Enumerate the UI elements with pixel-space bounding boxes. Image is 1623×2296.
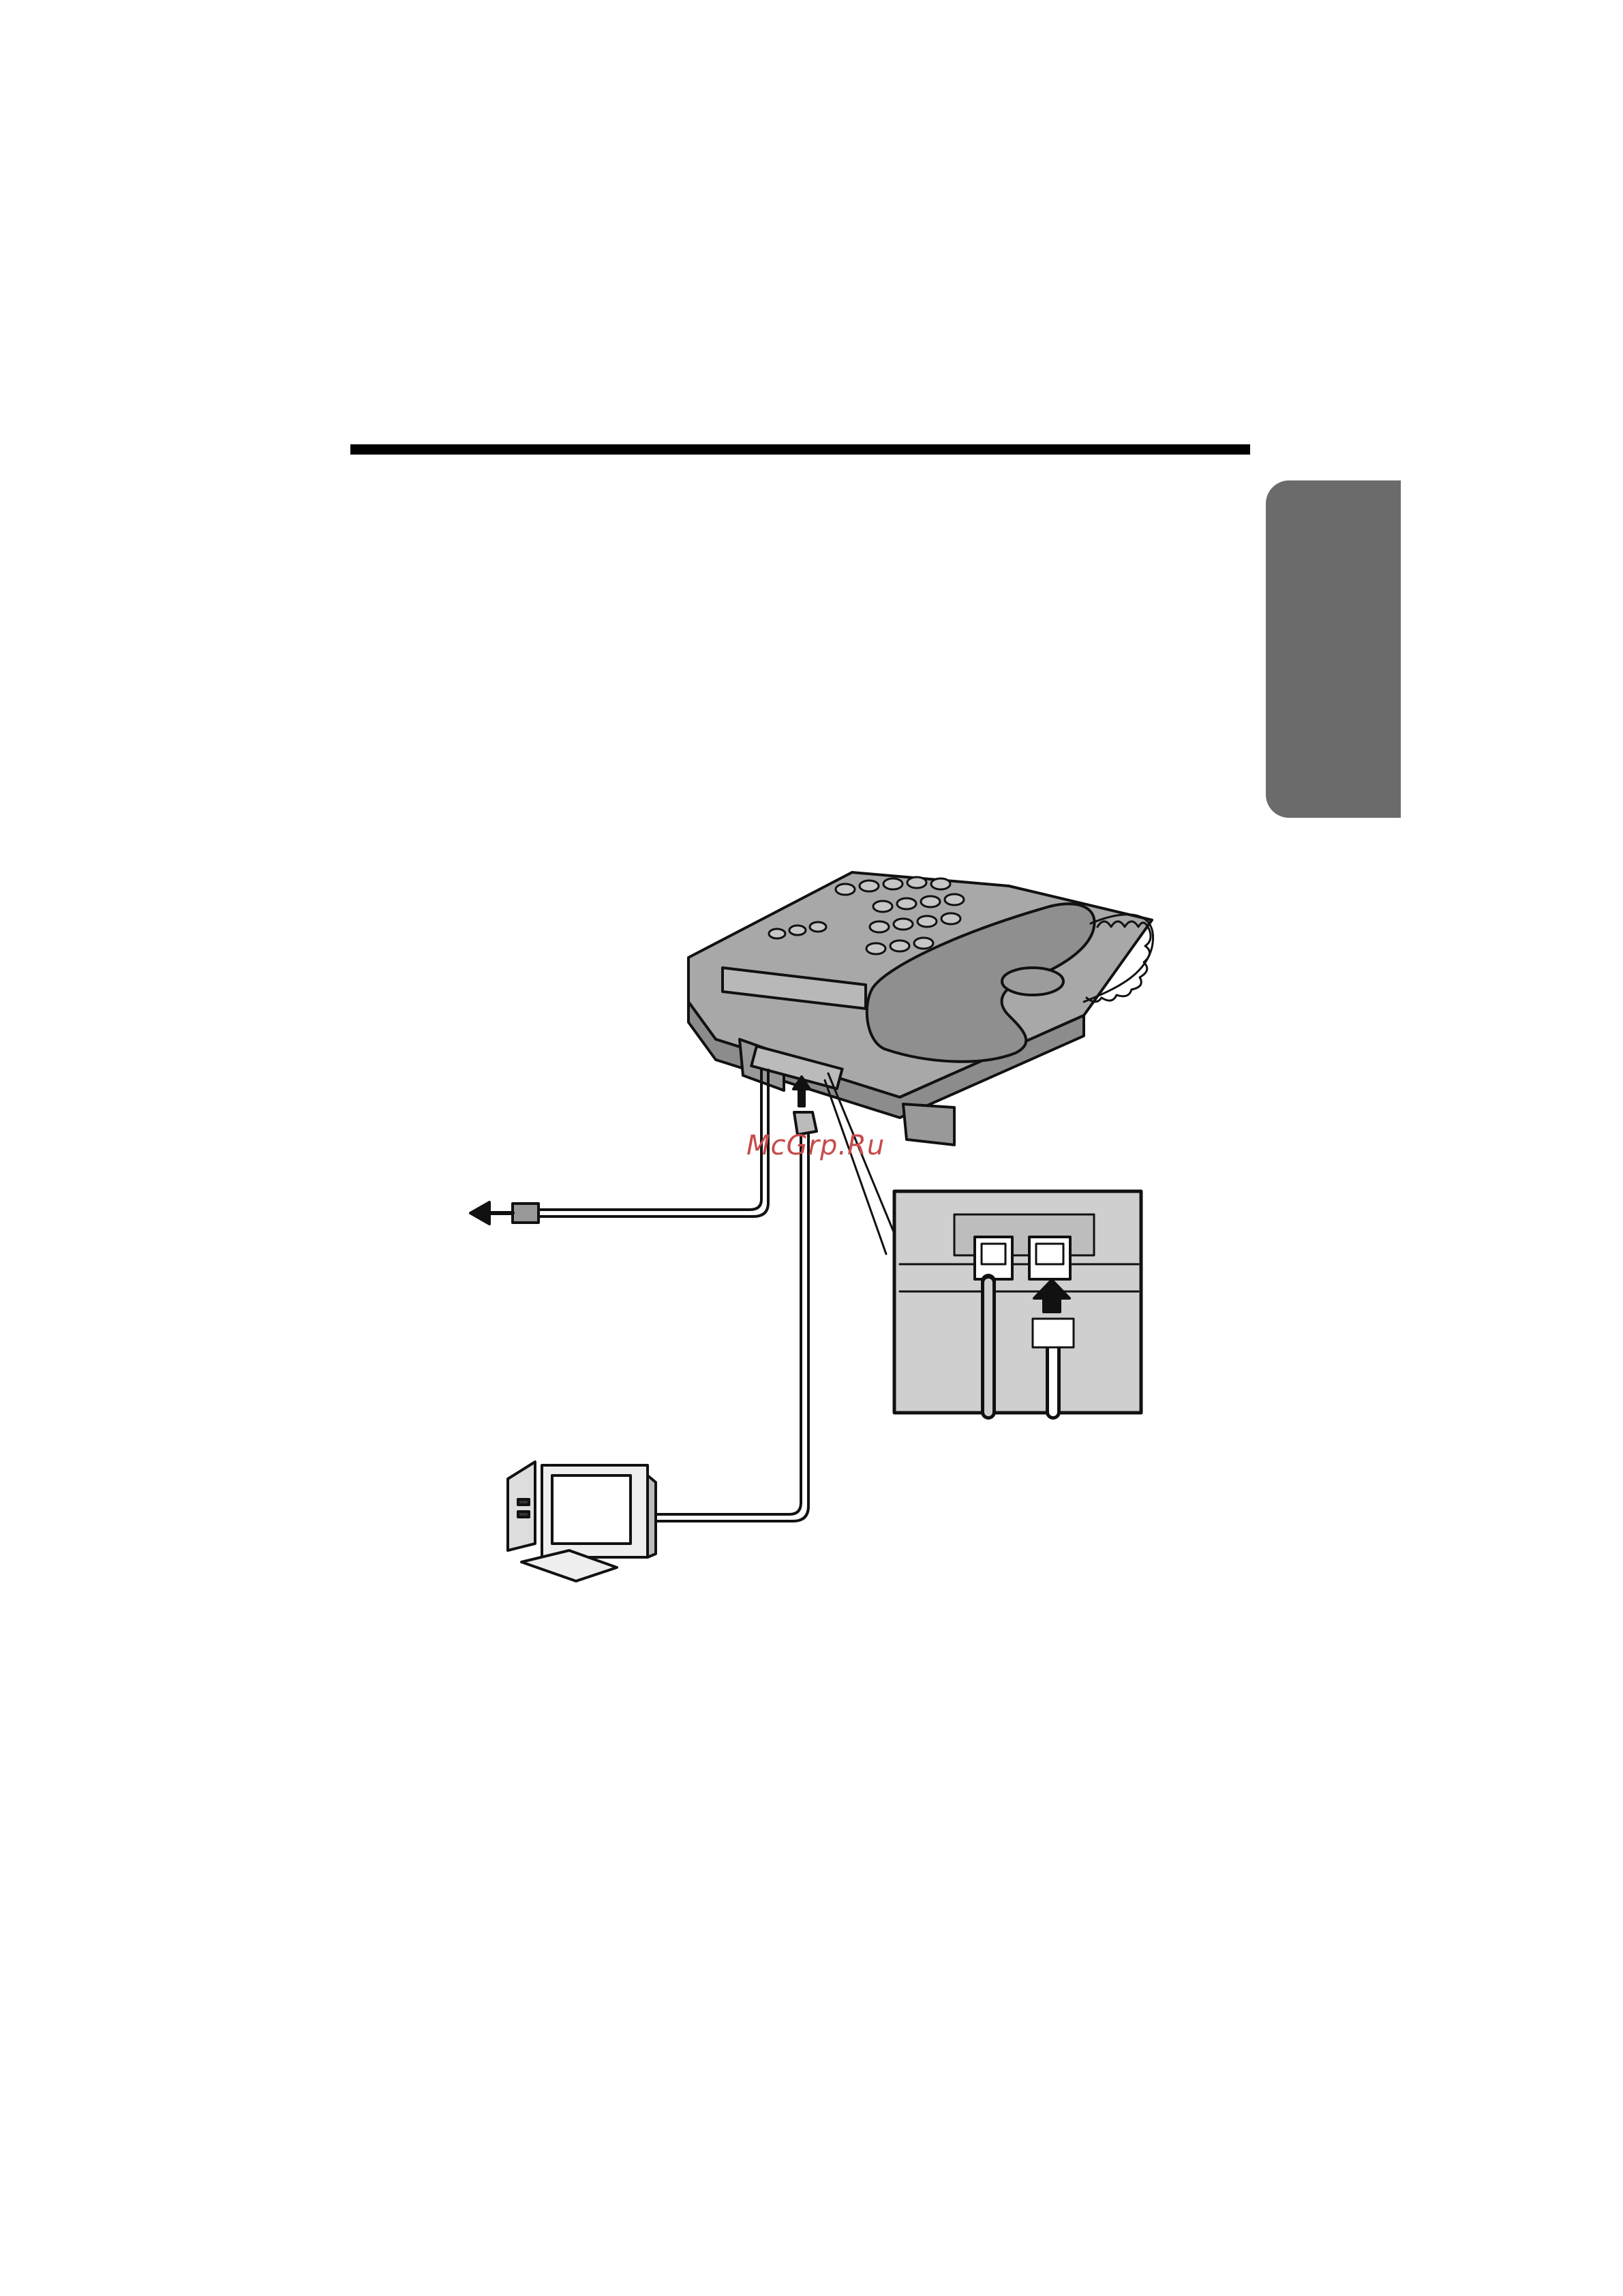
arrow-left-icon: [470, 1202, 489, 1224]
computer-icon: [508, 1462, 656, 1557]
connection-diagram: [443, 852, 1193, 1622]
jack-detail-inset-icon: [894, 1191, 1141, 1413]
line-cord: [539, 1070, 768, 1216]
data-cord: [651, 1135, 808, 1521]
section-tab: [1266, 480, 1401, 818]
wall-plug-icon: [470, 1202, 539, 1224]
watermark-text: McGrp.Ru: [746, 1130, 885, 1161]
header-rule: [350, 444, 1250, 455]
